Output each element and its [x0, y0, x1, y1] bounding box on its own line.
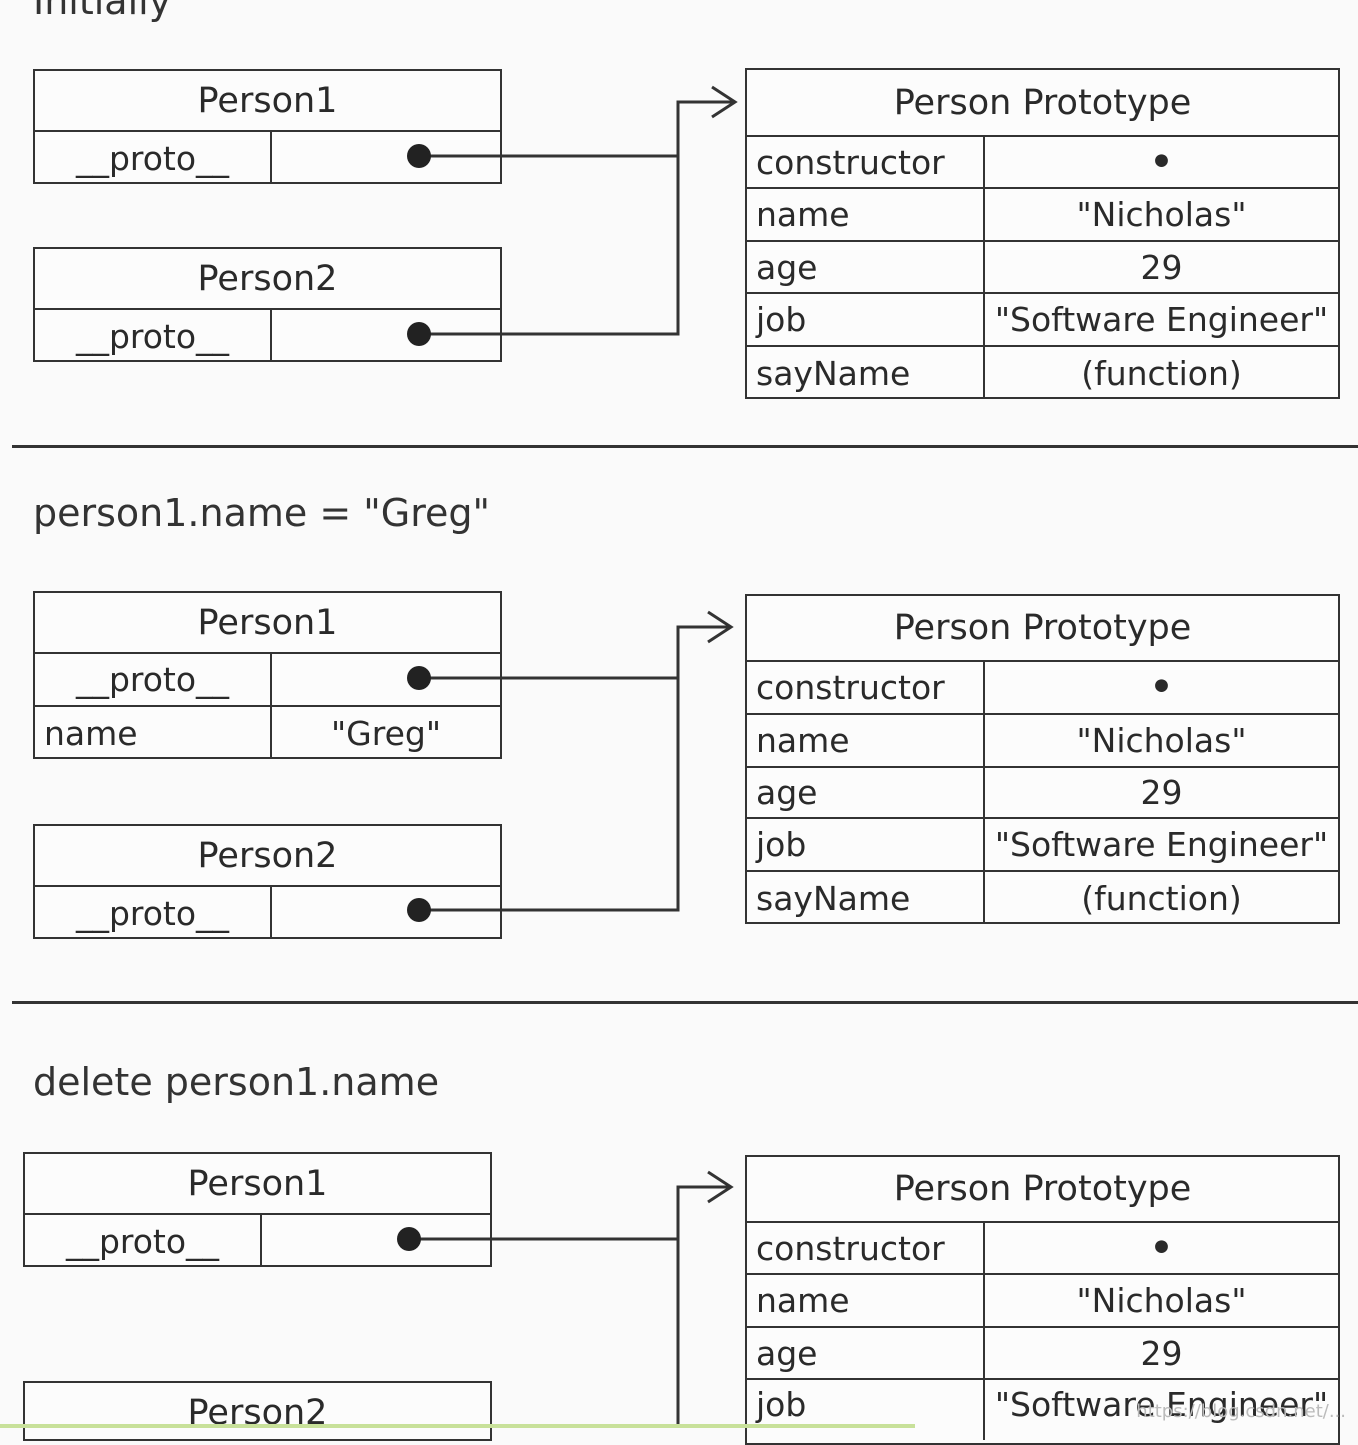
row-key: sayName	[747, 872, 985, 924]
row-key: job	[747, 1380, 985, 1440]
row-value: 29	[1140, 247, 1183, 287]
arrowhead-icon	[707, 610, 734, 644]
pointer-line	[419, 156, 680, 336]
person1-title: Person1	[35, 593, 500, 654]
prototype-row: name "Nicholas"	[747, 189, 1338, 242]
pointer-dot-icon	[407, 144, 431, 168]
pointer-dot-icon	[407, 898, 431, 922]
row-key: age	[747, 1328, 985, 1378]
prototype-title: Person Prototype	[747, 596, 1338, 662]
row-key: name	[747, 189, 985, 240]
row-key: age	[747, 242, 985, 292]
prototype-row: name "Nicholas"	[747, 715, 1338, 768]
row-value: "Nicholas"	[1076, 195, 1247, 234]
section2-caption: person1.name = "Greg"	[33, 491, 490, 535]
row-value: •	[1148, 662, 1175, 713]
person2-proto-row: __proto__	[35, 310, 500, 362]
person1-title: Person1	[25, 1154, 490, 1215]
watermark: https://blog.csdn.net/...	[1136, 1401, 1346, 1422]
section3-caption: delete person1.name	[33, 1060, 440, 1104]
row-key: job	[747, 294, 985, 345]
prototype-row: sayName (function)	[747, 347, 1338, 399]
row-value: •	[1148, 136, 1175, 188]
row-key: job	[747, 819, 985, 870]
pointer-dot-icon	[407, 322, 431, 346]
person1-proto-row: __proto__	[25, 1215, 490, 1267]
prototype-row: job "Software Engineer"	[747, 1380, 1338, 1440]
person2-title: Person2	[35, 249, 500, 310]
row-value: (function)	[1081, 353, 1242, 393]
arrowhead-icon	[711, 85, 738, 119]
row-value: 29	[1140, 1333, 1183, 1373]
proto-key: __proto__	[25, 1215, 262, 1267]
prototype-row: age 29	[747, 242, 1338, 294]
pointer-line	[419, 100, 735, 158]
row-value: 29	[1140, 773, 1183, 812]
proto-key: __proto__	[35, 887, 272, 939]
prototype-box: Person Prototype constructor • name "Nic…	[745, 68, 1340, 399]
bottom-strip	[0, 1424, 915, 1428]
pointer-line	[419, 678, 680, 912]
section1-caption: Initially	[33, 0, 172, 23]
pointer-line	[419, 625, 731, 680]
pointer-dot-icon	[407, 666, 431, 690]
prototype-title: Person Prototype	[747, 1157, 1338, 1223]
row-key: constructor	[747, 662, 985, 713]
pointer-line	[409, 1185, 731, 1241]
prototype-row: job "Software Engineer"	[747, 294, 1338, 347]
person2-title: Person2	[35, 826, 500, 887]
row-key: constructor	[747, 1223, 985, 1273]
name-value: "Greg"	[330, 713, 442, 753]
row-key: name	[747, 1275, 985, 1326]
person1-proto-row: __proto__	[35, 132, 500, 184]
prototype-title: Person Prototype	[747, 70, 1338, 137]
row-key: age	[747, 768, 985, 817]
person2-proto-row: __proto__	[35, 887, 500, 939]
proto-key: __proto__	[35, 310, 272, 362]
prototype-row: age 29	[747, 1328, 1338, 1380]
proto-key: __proto__	[35, 132, 272, 184]
section-divider	[12, 445, 1358, 448]
row-key: name	[747, 715, 985, 766]
row-key: constructor	[747, 137, 985, 187]
person1-proto-row: __proto__	[35, 654, 500, 707]
name-key: name	[35, 707, 272, 759]
proto-key: __proto__	[35, 654, 272, 705]
row-value: "Software Engineer"	[994, 1385, 1329, 1424]
prototype-row: constructor •	[747, 662, 1338, 715]
prototype-row: age 29	[747, 768, 1338, 819]
person1-name-row: name "Greg"	[35, 707, 500, 759]
prototype-row: constructor •	[747, 137, 1338, 189]
prototype-row: name "Nicholas"	[747, 1275, 1338, 1328]
section-divider	[12, 1001, 1358, 1004]
row-value: "Software Engineer"	[994, 825, 1329, 864]
row-value: "Software Engineer"	[994, 300, 1329, 339]
row-key: sayName	[747, 347, 985, 399]
row-value: •	[1148, 1222, 1175, 1274]
arrowhead-icon	[707, 1170, 734, 1204]
person1-title: Person1	[35, 71, 500, 132]
prototype-row: constructor •	[747, 1223, 1338, 1275]
row-value: "Nicholas"	[1076, 1281, 1247, 1320]
row-value: (function)	[1081, 878, 1242, 918]
pointer-dot-icon	[397, 1227, 421, 1251]
prototype-row: job "Software Engineer"	[747, 819, 1338, 872]
row-value: "Nicholas"	[1076, 721, 1247, 760]
prototype-box: Person Prototype constructor • name "Nic…	[745, 1155, 1340, 1445]
prototype-box: Person Prototype constructor • name "Nic…	[745, 594, 1340, 924]
prototype-row: sayName (function)	[747, 872, 1338, 924]
